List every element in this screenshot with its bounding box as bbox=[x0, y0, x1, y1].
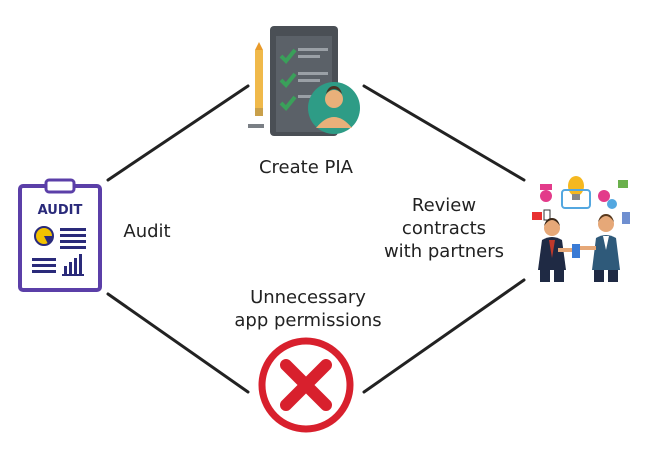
connector-bottom-right bbox=[362, 278, 526, 394]
label-perms-line-1: Unnecessary bbox=[250, 287, 366, 308]
connector-top-right bbox=[362, 84, 526, 182]
label-review-contracts: Review contracts with partners bbox=[372, 194, 516, 263]
business-meeting-icon bbox=[532, 176, 630, 282]
label-review-line-2: contracts bbox=[401, 218, 487, 239]
connector-bottom-left bbox=[106, 292, 250, 394]
label-unnecessary-permissions: Unnecessary app permissions bbox=[210, 286, 406, 332]
label-review-line-3: with partners bbox=[383, 241, 505, 262]
red-x-icon bbox=[258, 337, 354, 433]
audit-clipboard-icon: AUDIT bbox=[18, 178, 102, 292]
label-audit: Audit bbox=[123, 221, 171, 242]
checklist-person-icon bbox=[248, 26, 360, 136]
label-review-line-1: Review bbox=[411, 195, 477, 216]
label-create-pia: Create PIA bbox=[258, 157, 353, 178]
label-perms-line-2: app permissions bbox=[234, 310, 382, 331]
audit-badge-text: AUDIT bbox=[38, 203, 83, 218]
connector-top-left bbox=[106, 84, 250, 182]
